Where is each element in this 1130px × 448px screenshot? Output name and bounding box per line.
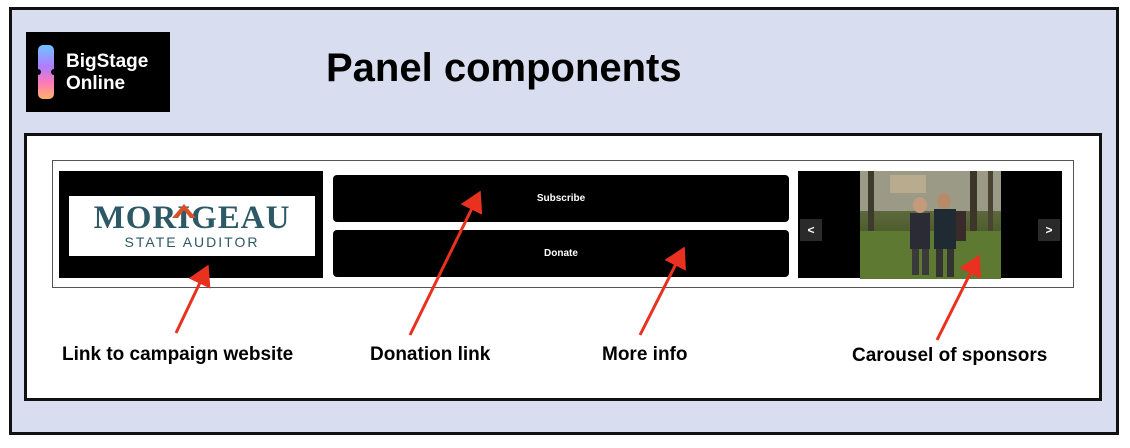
- subscribe-button[interactable]: Subscribe: [333, 175, 789, 222]
- label-campaign-link: Link to campaign website: [62, 344, 294, 365]
- arrow-donation: [408, 190, 483, 336]
- arrow-carousel: [935, 254, 982, 341]
- campaign-logo[interactable]: MORIGEAU STATE AUDITOR: [69, 196, 315, 256]
- campaign-logo-subtitle: STATE AUDITOR: [124, 234, 260, 250]
- label-carousel: Carousel of sponsors: [852, 345, 1048, 366]
- label-donation-link: Donation link: [370, 344, 491, 365]
- bigstage-logo: BigStage Online: [26, 32, 170, 112]
- carousel-prev-button[interactable]: <: [800, 219, 822, 241]
- mountain-icon: [172, 204, 196, 218]
- logo-text-line1: BigStage: [66, 51, 149, 72]
- donate-button[interactable]: Donate: [333, 230, 789, 277]
- logo-text-line2: Online: [66, 73, 126, 94]
- campaign-logo-name: MORIGEAU: [93, 200, 291, 236]
- carousel-next-button[interactable]: >: [1038, 219, 1060, 241]
- ticket-icon: [35, 45, 57, 99]
- label-more-info: More info: [602, 344, 688, 365]
- arrow-more-info: [638, 246, 686, 336]
- sponsor-photo[interactable]: [860, 171, 1001, 279]
- page-title: Panel components: [326, 46, 682, 90]
- arrow-campaign: [174, 264, 211, 334]
- logo-text: BigStage Online: [66, 51, 148, 95]
